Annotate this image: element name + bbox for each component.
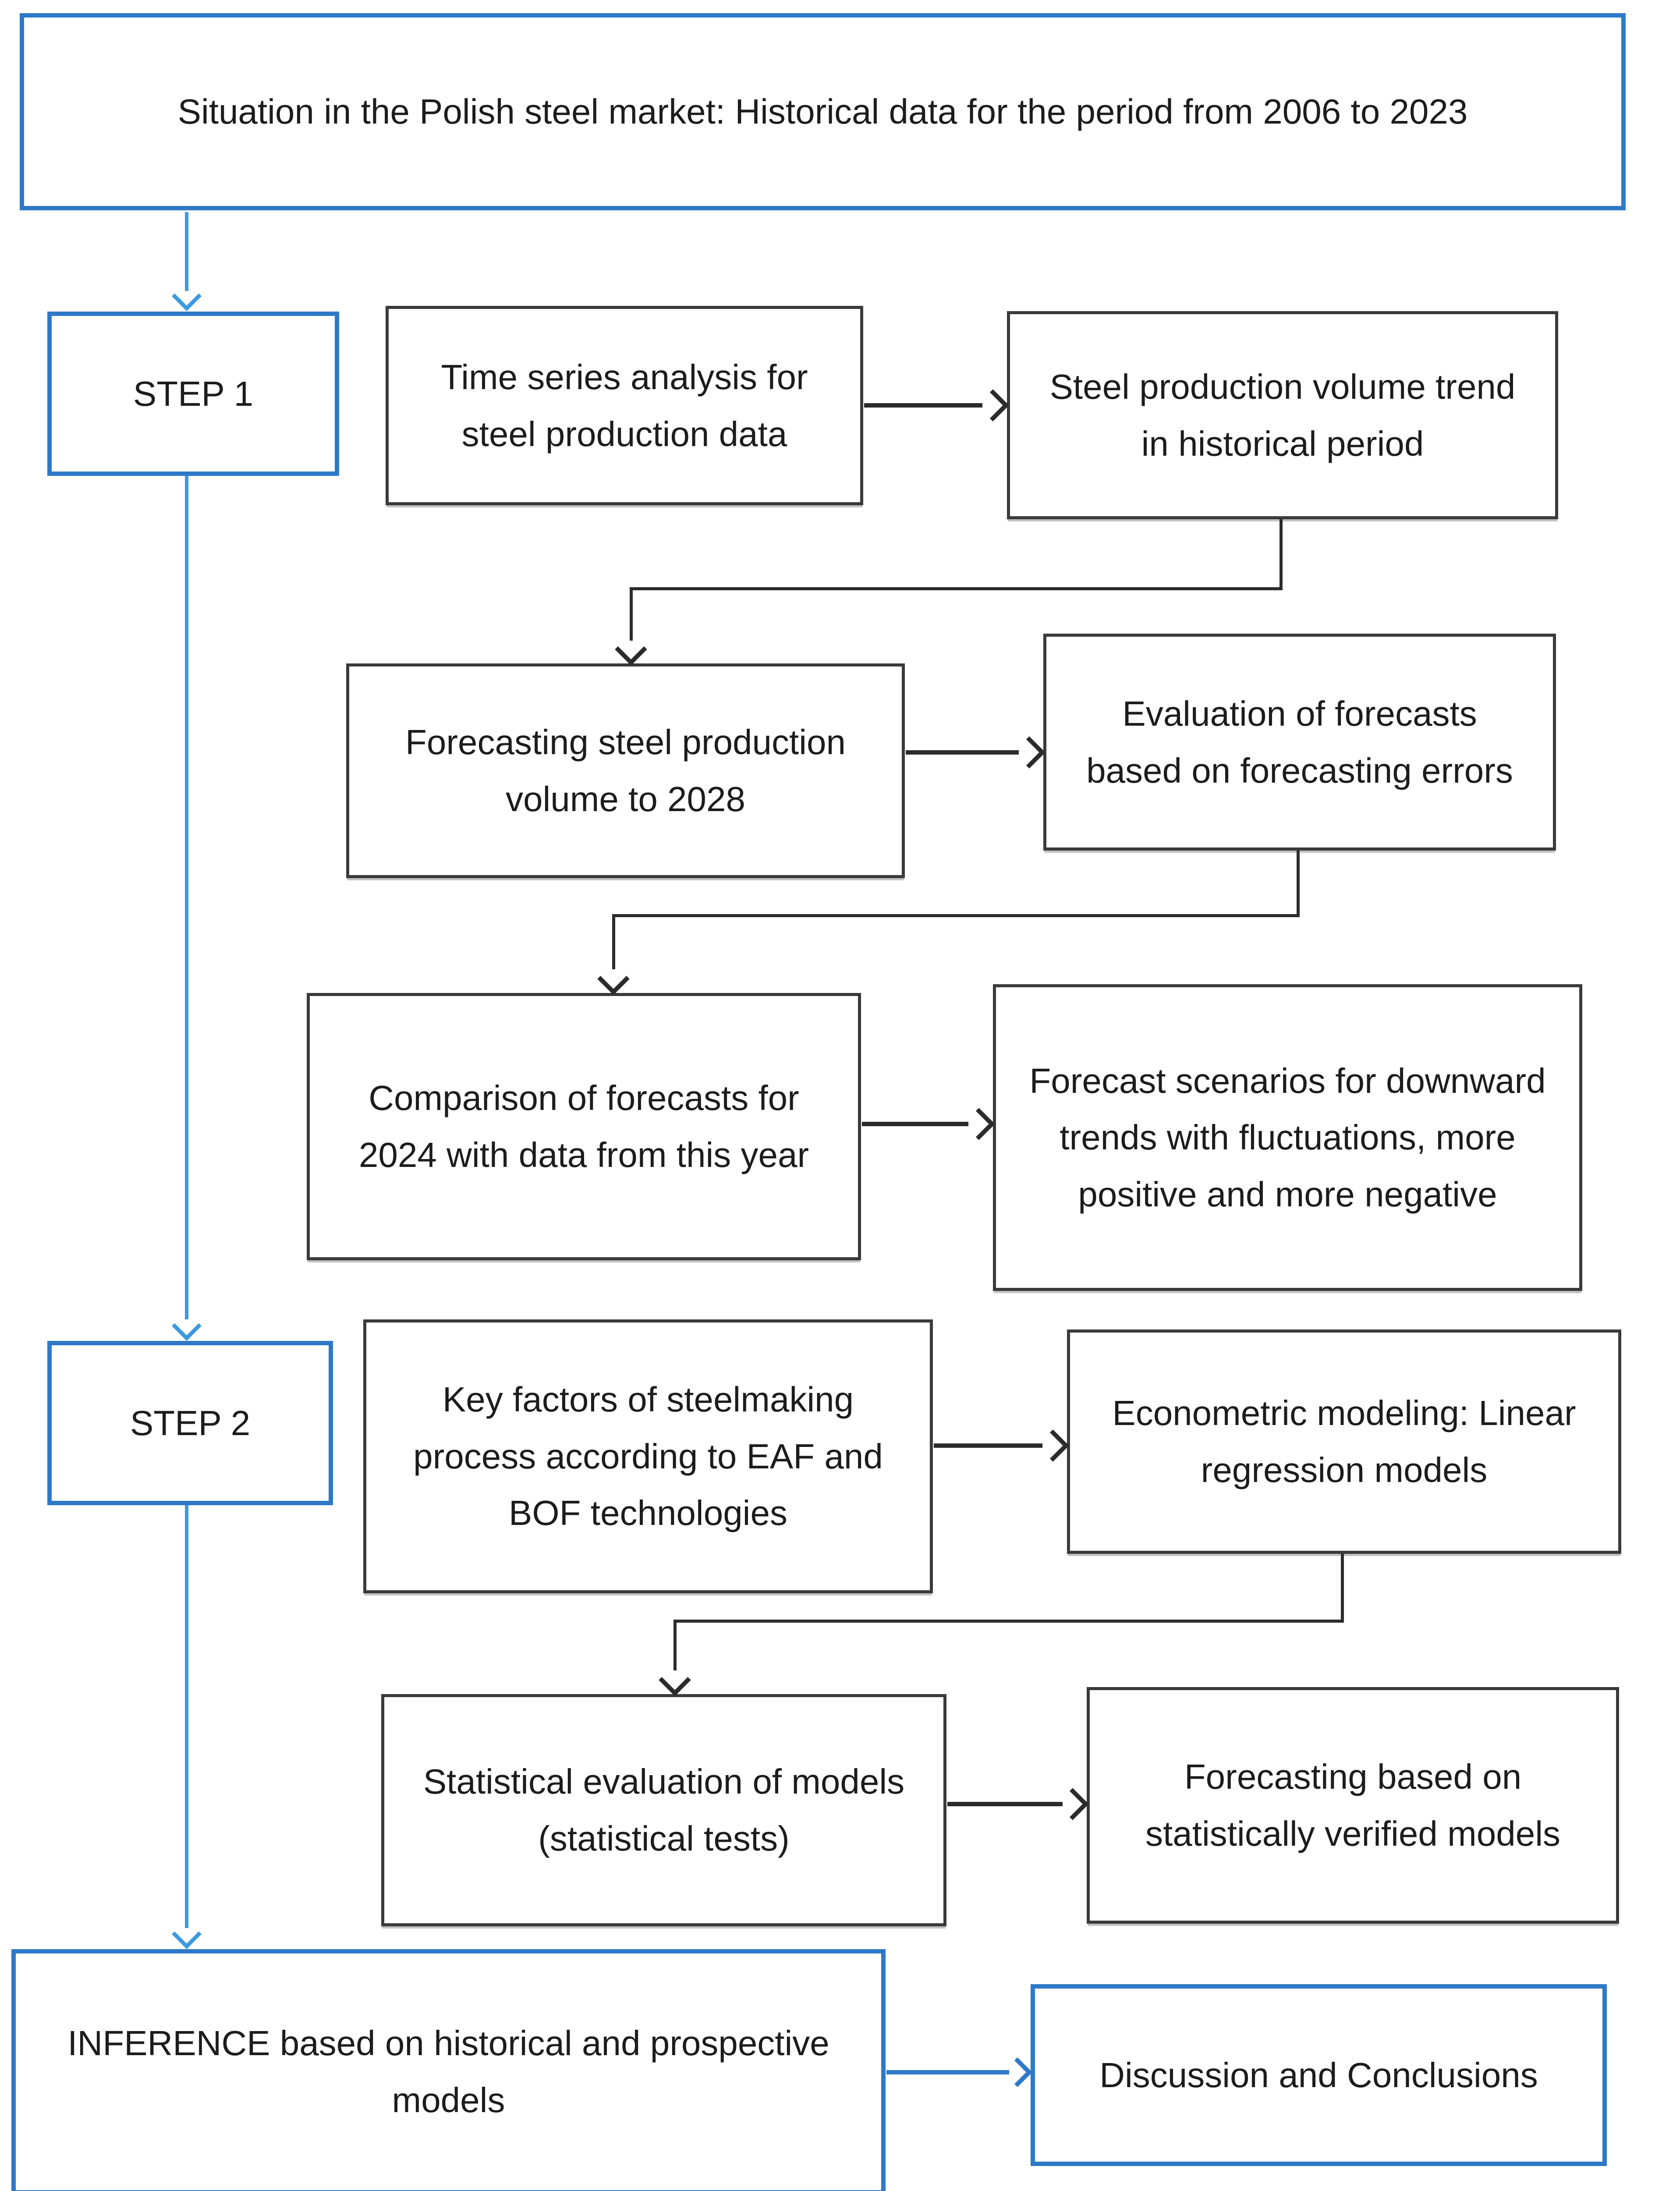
elbow-econometric-to-statistical-seg2 bbox=[673, 1620, 1344, 1623]
elbow-evaluation-to-comparison-seg1 bbox=[1297, 851, 1300, 917]
arrow-step2-to-inference-line bbox=[185, 1505, 188, 1928]
arrow-timeseries-to-trend-head-icon bbox=[977, 389, 1009, 422]
arrow-statistical-to-verified-head-icon bbox=[1056, 1788, 1089, 1820]
discussion-conclusions-box: Discussion and Conclusions bbox=[1031, 1984, 1607, 2166]
elbow-trend-to-forecasting-seg2 bbox=[630, 587, 1283, 590]
arrow-inference-to-discussion-head-icon bbox=[1003, 2057, 1032, 2087]
elbow-econometric-to-statistical-seg3 bbox=[673, 1620, 677, 1670]
inference-box: INFERENCE based on historical and prospe… bbox=[11, 1949, 886, 2191]
elbow-evaluation-to-comparison-seg3 bbox=[612, 914, 615, 969]
title-box: Situation in the Polish steel market: Hi… bbox=[20, 13, 1626, 210]
forecast-evaluation-box: Evaluation of forecasts based on forecas… bbox=[1043, 634, 1556, 851]
arrow-statistical-to-verified-line bbox=[947, 1802, 1063, 1806]
arrow-comparison-to-scenarios-line bbox=[862, 1122, 968, 1126]
econometric-modeling-box: Econometric modeling: Linear regression … bbox=[1067, 1329, 1621, 1554]
elbow-trend-to-forecasting-seg3 bbox=[630, 587, 633, 641]
arrow-keyfactors-to-econometric-head-icon bbox=[1037, 1429, 1069, 1462]
forecasting-volume-box: Forecasting steel production volume to 2… bbox=[346, 663, 905, 878]
step2-box: STEP 2 bbox=[47, 1341, 333, 1505]
forecast-comparison-box: Comparison of forecasts for 2024 with da… bbox=[307, 993, 861, 1260]
step1-box: STEP 1 bbox=[47, 312, 339, 476]
elbow-trend-to-forecasting-seg1 bbox=[1279, 519, 1283, 590]
arrow-keyfactors-to-econometric-line bbox=[934, 1443, 1042, 1448]
arrow-step2-to-inference-head-icon bbox=[172, 1919, 202, 1949]
arrow-comparison-to-scenarios-head-icon bbox=[963, 1108, 995, 1140]
elbow-econometric-to-statistical-seg1 bbox=[1341, 1554, 1344, 1623]
elbow-evaluation-to-comparison-seg2 bbox=[612, 914, 1300, 917]
arrow-title-to-step1-head-icon bbox=[172, 281, 202, 311]
arrow-step1-to-step2-line bbox=[185, 476, 188, 1319]
arrow-step1-to-step2-head-icon bbox=[172, 1311, 202, 1341]
time-series-analysis-box: Time series analysis for steel productio… bbox=[386, 306, 863, 505]
arrow-title-to-step1-line bbox=[185, 212, 188, 291]
arrow-timeseries-to-trend-line bbox=[864, 403, 982, 408]
statistical-evaluation-box: Statistical evaluation of models (statis… bbox=[381, 1694, 946, 1926]
arrow-inference-to-discussion-line bbox=[886, 2070, 1009, 2074]
arrow-forecasting-to-evaluation-head-icon bbox=[1013, 736, 1046, 769]
verified-forecasting-box: Forecasting based on statistically verif… bbox=[1087, 1687, 1619, 1924]
elbow-evaluation-to-comparison-head-icon bbox=[597, 963, 630, 995]
elbow-econometric-to-statistical-head-icon bbox=[659, 1664, 691, 1696]
elbow-trend-to-forecasting-head-icon bbox=[615, 633, 647, 666]
production-trend-box: Steel production volume trend in histori… bbox=[1007, 311, 1558, 519]
forecast-scenarios-box: Forecast scenarios for downward trends w… bbox=[993, 984, 1582, 1291]
arrow-forecasting-to-evaluation-line bbox=[906, 750, 1019, 755]
key-factors-box: Key factors of steelmaking process accor… bbox=[363, 1319, 933, 1593]
